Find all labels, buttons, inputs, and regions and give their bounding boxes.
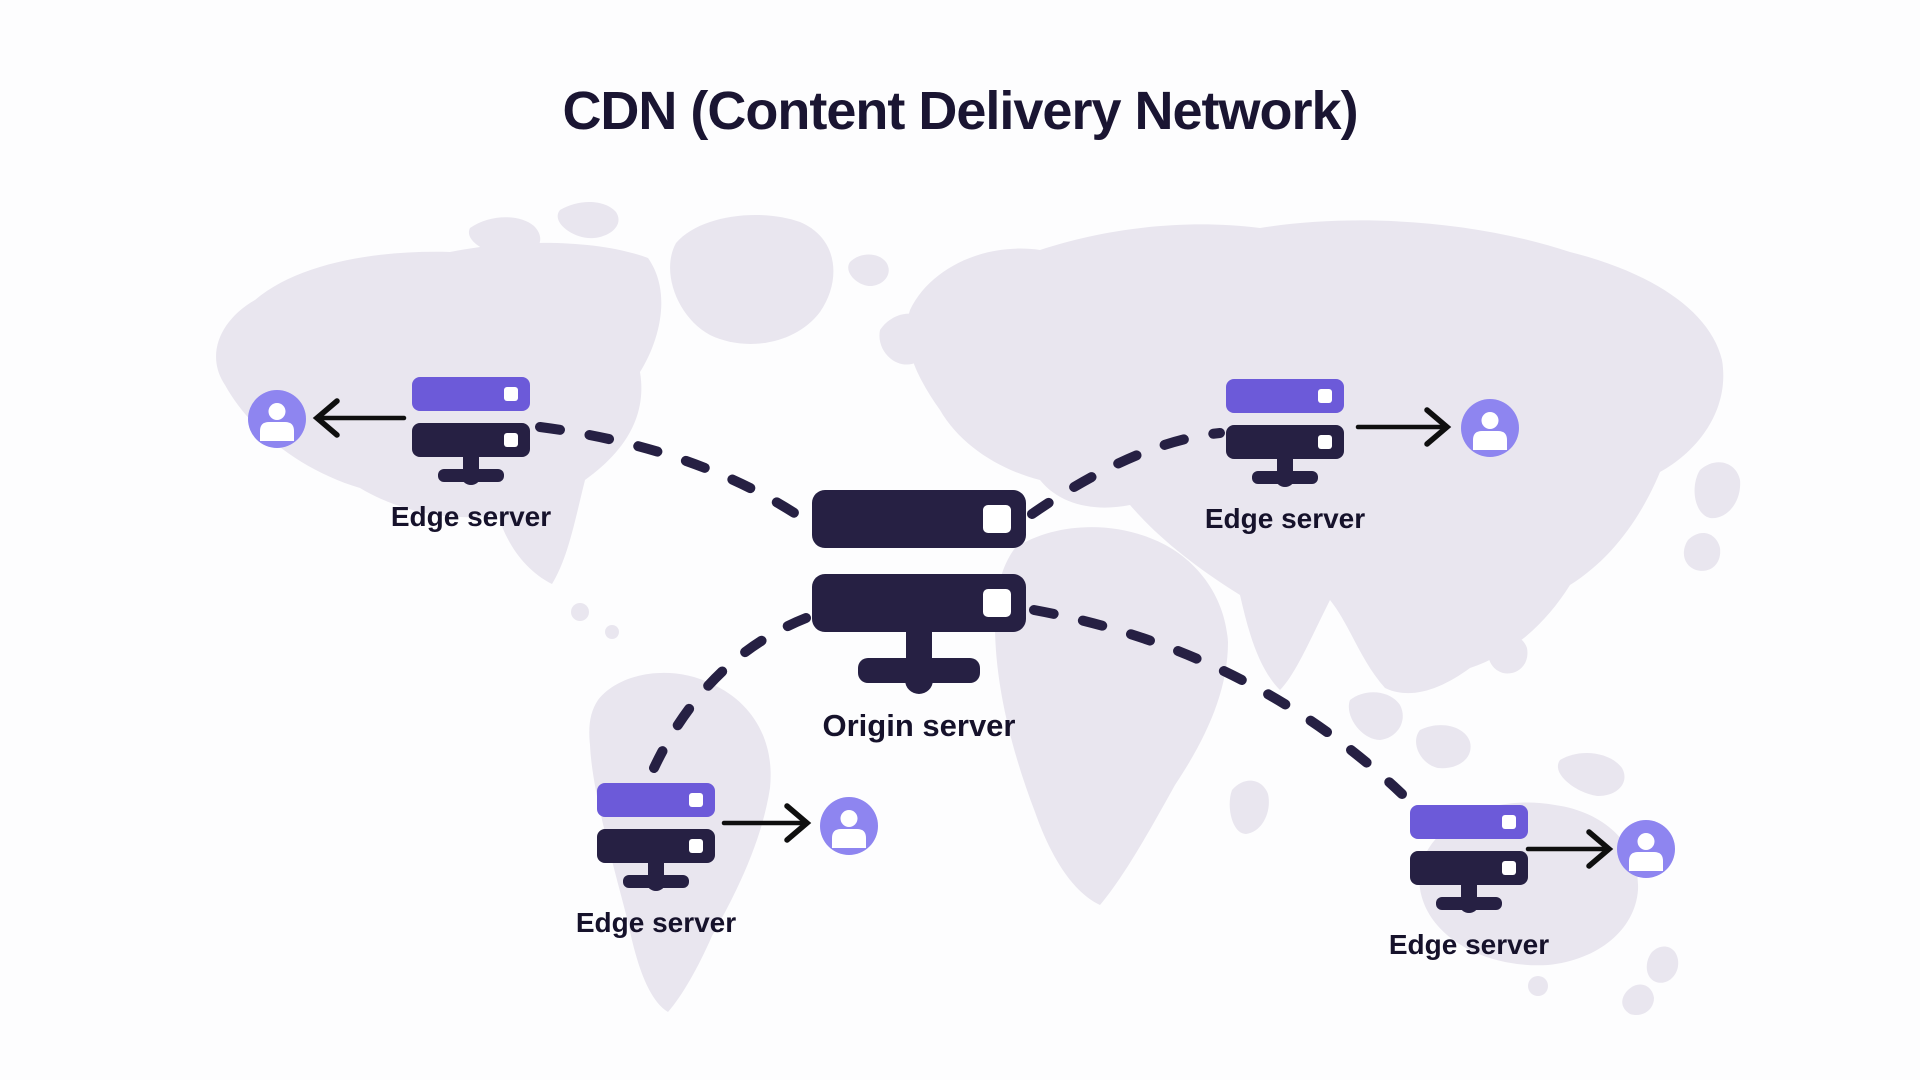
indicator-square (689, 839, 703, 853)
map-iceland (848, 254, 889, 287)
page-title: CDN (Content Delivery Network) (562, 81, 1358, 141)
server-stack-icon (1226, 425, 1344, 459)
map-japan-1 (1694, 462, 1741, 519)
server-stack-icon (1410, 851, 1528, 885)
map-indonesia-1 (1348, 692, 1403, 740)
indicator-square (504, 387, 518, 401)
origin-server-label: Origin server (822, 708, 1016, 743)
server-stack-icon (412, 377, 530, 411)
server-stack-icon (412, 423, 530, 457)
map-philippines (1487, 634, 1528, 674)
arrow-head (312, 398, 340, 438)
user-arrows (312, 398, 1614, 869)
server-stack-icon (812, 490, 1026, 548)
indicator-square (983, 505, 1011, 533)
indicator-square (504, 433, 518, 447)
dashed-connection-top-left (535, 422, 813, 527)
indicator-square (1318, 435, 1332, 449)
server-stand-base (1436, 897, 1502, 910)
server-stack-icon (1226, 379, 1344, 413)
server-stack-icon (597, 783, 715, 817)
edge-server-label: Edge server (575, 907, 737, 938)
indicator-square (983, 589, 1011, 617)
arrow-to-user-bottom-right (1525, 829, 1614, 869)
dashed-connection-bottom-left (649, 613, 811, 773)
arrow-head (784, 803, 812, 843)
indicator-square (1318, 389, 1332, 403)
map-caribbean-2 (605, 625, 619, 639)
map-madagascar (1229, 780, 1269, 834)
map-japan-2 (1683, 533, 1721, 571)
arrow-to-user-bottom-left (721, 803, 812, 843)
edge-server-label: Edge server (1388, 929, 1550, 960)
user-avatar-icon (1617, 820, 1675, 878)
map-new-guinea (1557, 753, 1625, 796)
map-new-zealand-2 (1622, 984, 1654, 1016)
map-greenland (670, 215, 834, 344)
map-africa (995, 527, 1228, 905)
user-top-right (1458, 396, 1522, 460)
server-stack-icon (812, 574, 1026, 632)
server-stand-stem (906, 630, 932, 662)
map-arctic-islands (468, 201, 619, 257)
indicator-square (689, 793, 703, 807)
server-stand-base (438, 469, 504, 482)
arrow-head (1424, 407, 1452, 447)
edge-server-top-left: Edge server (391, 377, 551, 537)
map-new-zealand-1 (1646, 946, 1679, 983)
edge-server-label: Edge server (1204, 503, 1366, 534)
arrow-to-user-top-left (312, 398, 407, 438)
user-avatar-icon (1461, 399, 1519, 457)
dashed-connection-bottom-right (1029, 605, 1407, 799)
arrow-head (1586, 829, 1614, 869)
indicator-square (1502, 815, 1516, 829)
user-top-left (245, 387, 309, 451)
edge-server-top-right: Edge server (1205, 379, 1365, 539)
user-bottom-right (1614, 817, 1678, 881)
map-australia (1419, 802, 1639, 966)
server-stand-base (1252, 471, 1318, 484)
user-avatar-icon (820, 797, 878, 855)
server-stand-base (623, 875, 689, 888)
server-stack-icon (1410, 805, 1528, 839)
dashed-connection-top-right (1027, 428, 1225, 519)
server-stack-icon (597, 829, 715, 863)
map-indonesia-2 (1416, 725, 1471, 769)
map-tasmania (1528, 976, 1548, 996)
user-avatar-icon (248, 390, 306, 448)
edge-server-label: Edge server (390, 501, 552, 532)
dashed-connections (535, 422, 1407, 799)
origin-server: Origin server (812, 490, 1026, 750)
server-stand-base (858, 658, 980, 683)
user-bottom-left (817, 794, 881, 858)
arrow-to-user-top-right (1355, 407, 1452, 447)
indicator-square (1502, 861, 1516, 875)
edge-server-bottom-left: Edge server (576, 783, 736, 943)
map-north-america (216, 242, 662, 584)
map-caribbean-1 (571, 603, 589, 621)
edge-server-bottom-right: Edge server (1389, 805, 1549, 965)
